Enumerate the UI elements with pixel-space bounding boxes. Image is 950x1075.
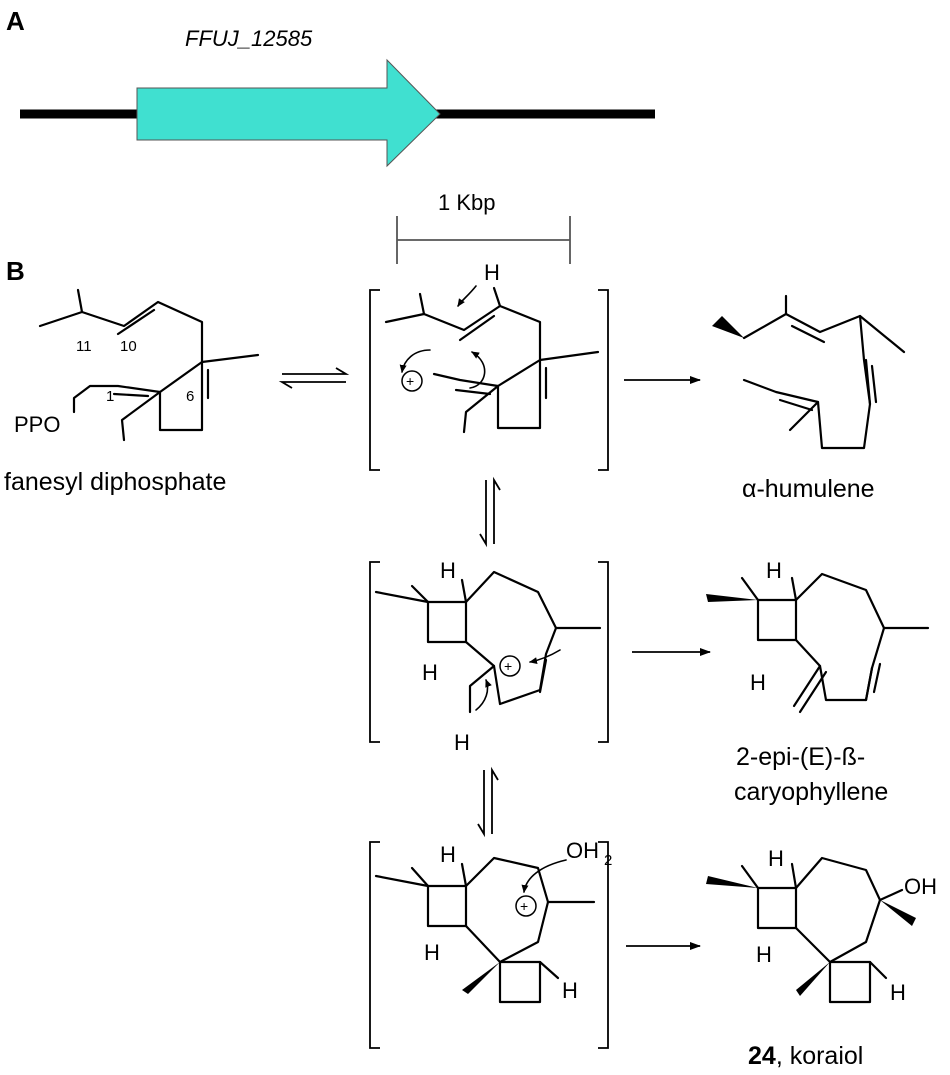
product-3-name-text: , koraiol bbox=[776, 1042, 864, 1070]
gene-arrow bbox=[136, 58, 441, 168]
atom-1-label: 1 bbox=[106, 388, 114, 405]
intermediate-3-h-top: H bbox=[440, 842, 456, 867]
intermediate-2-charge: + bbox=[504, 658, 512, 674]
atom-11-label: 11 bbox=[76, 338, 92, 355]
product-3-number: 24 bbox=[748, 1042, 776, 1070]
intermediate-2-h-top: H bbox=[440, 558, 456, 583]
product-3-h-top: H bbox=[768, 846, 784, 871]
intermediate-1-charge: + bbox=[406, 373, 414, 389]
product-2-name-line2: caryophyllene bbox=[734, 778, 888, 806]
intermediate-3-structure bbox=[374, 856, 596, 1004]
product-2-h-left: H bbox=[750, 670, 766, 695]
panel-b-label: B bbox=[6, 256, 25, 286]
bracket-right-2 bbox=[598, 561, 609, 743]
product-3-name: 24, koraiol bbox=[748, 1042, 863, 1070]
product-3-oh: OH bbox=[904, 874, 937, 899]
product-3-h-right: H bbox=[890, 980, 906, 1005]
intermediate-3-h-right: H bbox=[562, 978, 578, 1003]
scale-bar-label: 1 Kbp bbox=[438, 190, 496, 215]
intermediate-2-structure bbox=[374, 570, 602, 714]
substrate-name: fanesyl diphosphate bbox=[4, 468, 226, 496]
bracket-right-1 bbox=[598, 289, 609, 471]
caryophyllene-structure bbox=[706, 572, 930, 714]
panel-a-label: A bbox=[6, 6, 25, 36]
scale-bar bbox=[396, 216, 571, 264]
intermediate-2-h-bottom: H bbox=[454, 730, 470, 755]
intermediate-3-water: OH bbox=[566, 838, 599, 863]
bracket-left-1 bbox=[369, 289, 380, 471]
intermediate-3-charge: + bbox=[520, 898, 528, 914]
equilibrium-arrow-2 bbox=[479, 476, 501, 548]
product-2-name-line1: 2-epi-(E)-ß- bbox=[736, 743, 865, 771]
gene-name-label: FFUJ_12585 bbox=[185, 26, 313, 51]
intermediate-1-structure bbox=[384, 285, 600, 434]
bracket-left-3 bbox=[369, 841, 380, 1049]
product-3-h-left: H bbox=[756, 942, 772, 967]
equilibrium-arrow-1 bbox=[278, 367, 350, 389]
atom-6-label: 6 bbox=[186, 388, 194, 405]
intermediate-1-h: H bbox=[484, 260, 500, 285]
bracket-right-3 bbox=[598, 841, 609, 1049]
bracket-left-2 bbox=[369, 561, 380, 743]
atom-10-label: 10 bbox=[120, 338, 137, 355]
ppo-label: PPO bbox=[14, 412, 60, 437]
product-2-h-top: H bbox=[766, 558, 782, 583]
equilibrium-arrow-3 bbox=[477, 766, 499, 838]
intermediate-2-h-left: H bbox=[422, 660, 438, 685]
intermediate-3-water-subscript: 2 bbox=[604, 852, 612, 869]
product-1-name: α-humulene bbox=[742, 475, 875, 503]
farnesyl-diphosphate-structure bbox=[38, 288, 260, 442]
alpha-humulene-structure bbox=[712, 294, 906, 450]
intermediate-3-h-left: H bbox=[424, 940, 440, 965]
koraiol-structure bbox=[706, 856, 916, 1004]
